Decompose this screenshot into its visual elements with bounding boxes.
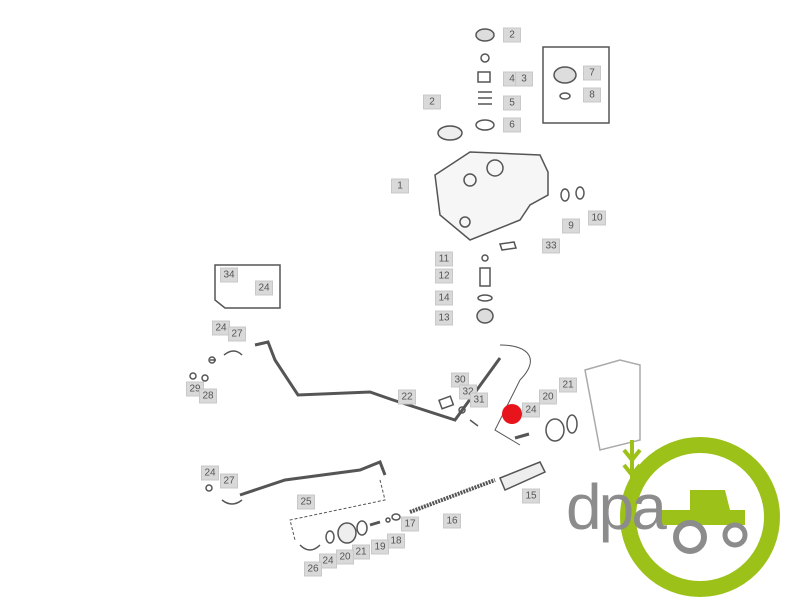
part-callout: 6 — [503, 117, 521, 133]
washer-part — [559, 92, 571, 100]
part-callout: 24 — [522, 402, 540, 418]
part-callout: 19 — [371, 539, 389, 555]
part-callout: 24 — [201, 465, 219, 481]
inset-box — [542, 46, 610, 124]
part-callout: 12 — [435, 268, 453, 284]
part-callout: 25 — [297, 494, 315, 510]
part-callout: 15 — [522, 488, 540, 504]
part-callout: 24 — [319, 553, 337, 569]
part-callout: 5 — [503, 95, 521, 111]
bushing-part — [437, 125, 463, 141]
seal-part — [475, 119, 495, 131]
part-callout: 27 — [228, 326, 246, 342]
part-callout: 34 — [220, 267, 238, 283]
part-callout: 3 — [515, 71, 533, 87]
logo-ring — [620, 437, 780, 597]
cap-part — [475, 28, 495, 42]
part-callout: 33 — [542, 238, 560, 254]
part-callout: 11 — [435, 251, 453, 267]
spring-part — [478, 91, 492, 105]
part-callout: 2 — [503, 27, 521, 43]
part-callout: 14 — [435, 290, 453, 306]
part-callout: 9 — [562, 218, 580, 234]
part-callout: 22 — [398, 389, 416, 405]
part-callout: 7 — [583, 65, 601, 81]
plunger-part — [477, 71, 491, 83]
part-callout: 20 — [539, 389, 557, 405]
part-callout: 10 — [588, 210, 606, 226]
pipe-22 — [254, 340, 502, 422]
part-callout: 21 — [559, 377, 577, 393]
part-callout: 17 — [401, 516, 419, 532]
part-callout: 26 — [304, 561, 322, 577]
part-callout: 2 — [423, 94, 441, 110]
logo-text: dpa — [566, 471, 667, 543]
highlight-marker — [502, 404, 522, 424]
ball-part — [480, 53, 490, 63]
part-callout: 31 — [470, 392, 488, 408]
part-callout: 18 — [387, 533, 405, 549]
part-callout: 13 — [435, 310, 453, 326]
logo-tractor — [660, 490, 745, 525]
valve-block — [434, 151, 549, 241]
logo-wheat — [622, 440, 642, 500]
cap-part — [553, 66, 577, 84]
part-callout: 16 — [443, 513, 461, 529]
part-callout: 27 — [220, 473, 238, 489]
part-callout: 8 — [583, 87, 601, 103]
part-callout: 1 — [391, 178, 409, 194]
part-callout: 24 — [255, 280, 273, 296]
part-callout: 21 — [352, 544, 370, 560]
part-callout: 20 — [336, 549, 354, 565]
part-callout: 28 — [199, 388, 217, 404]
